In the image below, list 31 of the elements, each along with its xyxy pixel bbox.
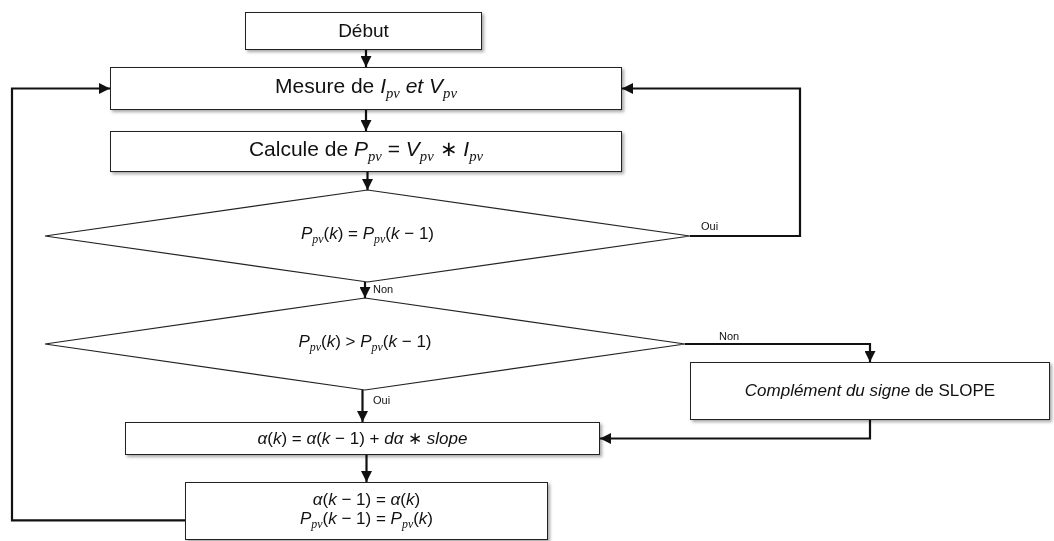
decision-diamond — [45, 298, 685, 390]
arrow — [359, 282, 371, 298]
arrow — [600, 420, 872, 444]
step-text: α(k − 1) = α(k) — [312, 489, 421, 510]
condition-text: P$_{pv}$(k) = P$_{pv}$(k − 1) — [300, 224, 434, 248]
arrow — [362, 172, 373, 190]
edge-label: Oui — [700, 220, 720, 233]
arrow — [622, 83, 802, 238]
edge-label: Non — [372, 283, 395, 296]
arrow — [360, 50, 372, 67]
decision-diamond — [45, 190, 690, 282]
arrow — [10, 83, 185, 522]
step-text: Calcule de P$_{pv}$ = V$_{pv}$ ∗ I$_{pv}$ — [248, 137, 484, 166]
arrow — [361, 455, 372, 482]
process-box — [110, 131, 622, 172]
process-box — [185, 482, 548, 540]
edge-label: Oui — [372, 394, 392, 407]
step-text: P$_{pv}$(k − 1) = P$_{pv}$(k) — [299, 509, 433, 533]
arrow — [685, 342, 876, 362]
edge-label: Non — [718, 330, 741, 343]
arrow — [360, 110, 372, 131]
step-text: Début — [338, 20, 389, 42]
process-box — [245, 12, 482, 50]
process-box — [110, 67, 622, 110]
step-text: Complément du signe de SLOPE — [744, 381, 996, 401]
step-text: α(k) = α(k − 1) + dα ∗ slope — [257, 428, 468, 449]
step-text: Mesure de I$_{pv}$ et V$_{pv}$ — [275, 74, 457, 103]
process-box — [125, 422, 600, 455]
arrow — [357, 390, 368, 422]
condition-text: P$_{pv}$(k) > P$_{pv}$(k − 1) — [298, 332, 432, 356]
process-box — [690, 362, 1050, 420]
